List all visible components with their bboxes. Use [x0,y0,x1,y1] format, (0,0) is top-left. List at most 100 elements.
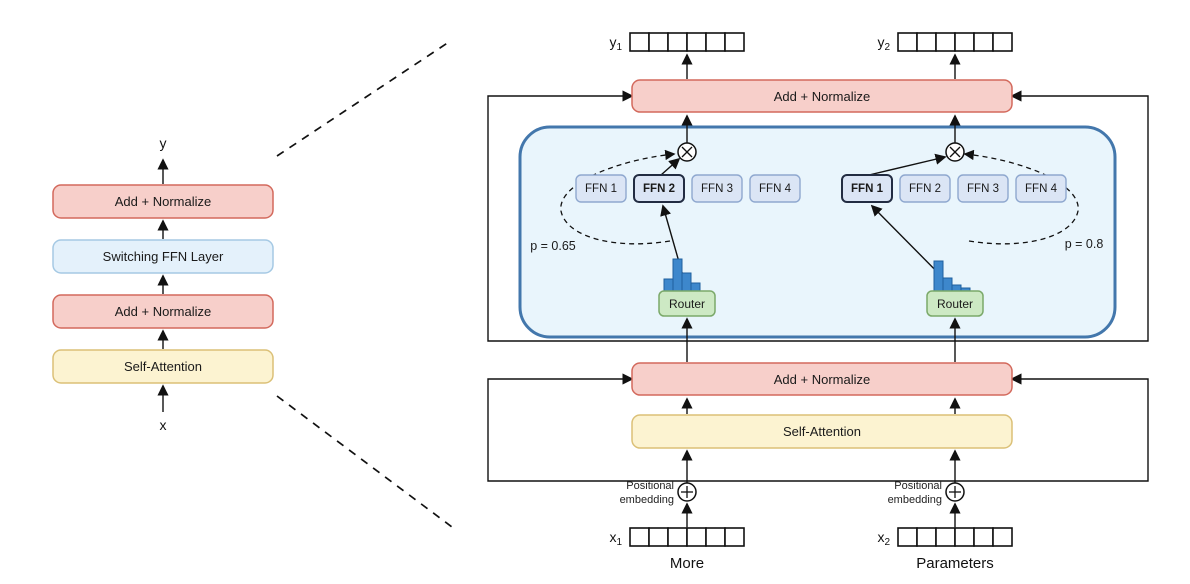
switching-ffn-container [518,125,1117,339]
residual-connection-bottom [487,373,1149,482]
router-histogram-bar [681,272,692,292]
gate-probability-label-left: p = 0.65 [530,239,576,253]
router-box-left [658,290,716,317]
gate-probability-loop-left [560,149,676,245]
token-cell [648,527,669,547]
token-cell [992,32,1013,52]
positional-embedding-label-left: Positional [626,480,674,492]
ffn-3-label: FFN 3 [701,183,733,195]
self-attention-label: Self-Attention [124,359,202,374]
ffn-1-box [575,174,627,203]
zoom-connector-bottom [276,395,453,528]
output-token-label-y1: y1 [609,34,622,53]
ffn-2-box [899,174,951,203]
token-cells-y1 [629,32,745,52]
token-cells-x2 [897,527,1013,547]
multiply-cross [949,146,961,158]
ffn-3-label: FFN 3 [967,183,999,195]
router-histogram-right [933,260,971,292]
ffn-4-label: FFN 4 [1025,183,1058,195]
token-cell [973,32,994,52]
token-cell [705,32,726,52]
input-word-left: More [670,555,704,572]
input-label-x: x [160,417,167,433]
token-cell [935,32,956,52]
ffn-4-box [1015,174,1067,203]
add-normalize-label: Add + Normalize [115,304,211,319]
positional-embedding-label-right: embedding [888,494,942,506]
router-histogram-bar [690,282,701,292]
ffn-1-box-selected [841,174,893,203]
token-cell [667,32,688,52]
router-label-left: Router [669,297,705,311]
token-cell [954,32,975,52]
add-normalize-block-top [52,184,274,219]
ffn-3-box [691,174,743,203]
add-icon [945,482,965,502]
expert-to-gate-arrow [868,153,947,176]
add-normalize-label: Add + Normalize [774,89,870,104]
expert-to-gate-arrow [660,157,681,176]
gate-probability-label-right: p = 0.8 [1065,237,1104,251]
token-label-sub: 1 [616,42,622,53]
router-histogram-bar [663,278,674,292]
ffn-2-label: FFN 2 [909,183,941,195]
output-token-label-y2: y2 [877,34,890,53]
positional-embedding-label-right: Positional [894,480,942,492]
ffn-3-box [957,174,1009,203]
token-cell [897,527,918,547]
add-normalize-label: Add + Normalize [115,194,211,209]
token-label-sub: 2 [884,42,890,53]
token-cell [686,32,707,52]
ffn-4-label: FFN 4 [759,183,792,195]
expert-group-left: FFN 1 FFN 2 FFN 3 FFN 4 [575,174,801,203]
input-word-right: Parameters [916,555,994,572]
router-box-right [926,290,984,317]
input-token-label-x1: x1 [609,529,622,548]
ffn-2-box-selected [633,174,685,203]
expert-group-right: FFN 1 FFN 2 FFN 3 FFN 4 [841,174,1067,203]
token-label-base: y [877,34,884,50]
right-panel-detail: y1 y2 Add + Normalize [487,32,1149,572]
router-histogram-bar [951,284,962,292]
add-normalize-block-mid [631,362,1013,396]
token-label-base: x [609,529,616,545]
output-label-y: y [160,135,167,151]
add-icon [677,482,697,502]
add-normalize-block-bottom [52,294,274,329]
router-histogram-bar [942,277,953,292]
token-cell [973,527,994,547]
router-label-right: Router [937,297,973,311]
ffn-4-box [749,174,801,203]
self-attention-block [631,414,1013,449]
switching-ffn-layer-block [52,239,274,274]
ffn-1-label: FFN 1 [851,183,884,195]
multiply-icon [945,142,965,162]
self-attention-block [52,349,274,384]
token-label-sub: 2 [884,537,890,548]
token-label-base: y [609,34,616,50]
multiply-icon [677,142,697,162]
token-label-base: x [877,529,884,545]
add-normalize-block-top [631,79,1013,113]
token-cell [629,32,650,52]
switching-ffn-layer-label: Switching FFN Layer [103,249,224,264]
zoom-connector-top [276,39,453,157]
positional-embedding-label-left: embedding [620,494,674,506]
token-cell [648,32,669,52]
router-histogram-bar [933,260,944,292]
ffn-2-label: FFN 2 [643,183,675,195]
token-cell [916,527,937,547]
token-cells-y2 [897,32,1013,52]
token-cell [629,527,650,547]
token-cell [897,32,918,52]
token-cell [686,527,707,547]
token-cell [954,527,975,547]
gate-probability-loop-right [963,149,1079,245]
self-attention-label: Self-Attention [783,424,861,439]
token-cell [992,527,1013,547]
token-cell [667,527,688,547]
ffn-1-label: FFN 1 [585,183,617,195]
